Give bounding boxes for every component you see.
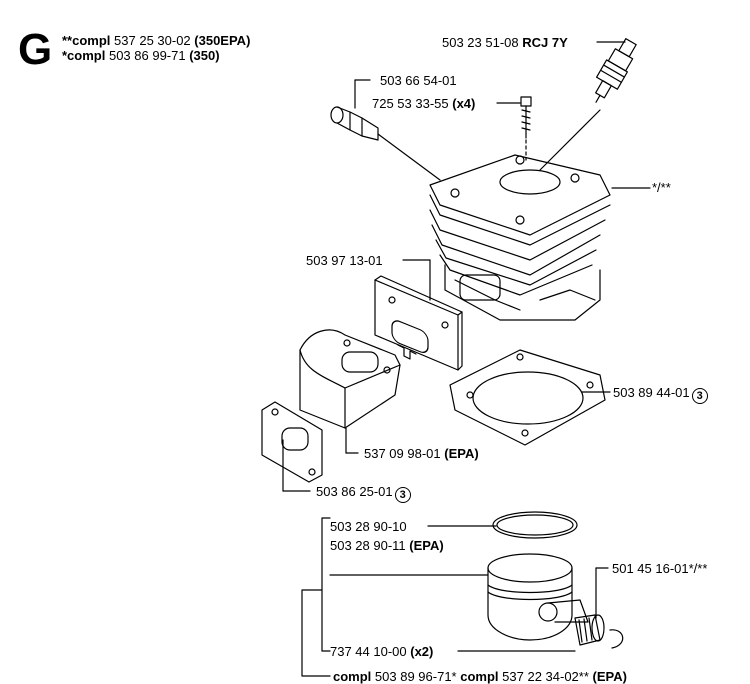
compl-line-1: **compl 537 25 30-02 (350EPA): [62, 33, 250, 48]
part-number: 503 89 44-01: [613, 385, 690, 400]
exhaust-gasket-drawing: [261, 401, 323, 483]
part-number: 725 53 33-55: [372, 96, 449, 111]
section-letter: G: [18, 25, 53, 74]
base-gasket-drawing: [449, 349, 606, 446]
part-qty: (x2): [410, 644, 434, 659]
part-variant: (EPA): [409, 538, 444, 553]
label-insulator: 503 97 13-01: [306, 253, 383, 268]
insulator-gasket-drawing: [374, 275, 463, 371]
part-number: */**: [652, 180, 671, 195]
screw-drawing: [520, 96, 532, 161]
part-number: 537 09 98-01: [364, 446, 441, 461]
label-spark-plug: 503 23 51-08 RCJ 7Y: [442, 35, 568, 50]
part-number: 737 44 10-00: [330, 644, 407, 659]
compl-number: 503 86 99-71: [108, 48, 186, 63]
label-ring-2: 503 28 90-11 (EPA): [330, 538, 444, 553]
piston-ring-drawing: [492, 511, 578, 539]
piston-pin-drawing: [574, 614, 605, 646]
label-circlip: 737 44 10-00 (x2): [330, 644, 433, 659]
spark-plug-drawing: [595, 38, 637, 103]
compl-number: 503 89 96-71*: [374, 669, 457, 684]
part-number: 503 28 90-10: [330, 519, 407, 534]
compl-line-2: *compl 503 86 99-71 (350): [62, 48, 220, 63]
compl-variant: (EPA): [592, 669, 627, 684]
compl-prefix: compl: [333, 669, 372, 684]
label-piston-pin: 501 45 16-01*/**: [612, 561, 707, 576]
label-compl-bottom: compl 503 89 96-71* compl 537 22 34-02**…: [333, 669, 627, 684]
compl-prefix: **compl: [62, 33, 111, 48]
cylinder-drawing: [429, 154, 611, 321]
label-ring-1: 503 28 90-10: [330, 519, 407, 534]
compl-variant: (350): [189, 48, 220, 63]
compl-number: 537 25 30-02: [114, 33, 191, 48]
part-number: 501 45 16-01*/**: [612, 561, 708, 576]
part-variant: (EPA): [444, 446, 479, 461]
part-number: 503 28 90-11: [330, 538, 406, 553]
part-qty: (x4): [452, 96, 476, 111]
quantity-circle: 3: [394, 487, 411, 503]
circlip-drawing: [609, 629, 624, 649]
piston-drawing: [487, 553, 589, 641]
label-heat-shield: 537 09 98-01 (EPA): [364, 446, 479, 461]
compl-number: 537 22 34-02**: [502, 669, 589, 684]
quantity-circle: 3: [691, 388, 708, 404]
part-number: 503 97 13-01: [306, 253, 383, 268]
compl-bracket: [301, 589, 331, 677]
part-number: 503 86 25-01: [316, 484, 393, 499]
decomp-valve-drawing: [330, 106, 441, 181]
compl-variant: (350EPA): [194, 33, 251, 48]
part-number: 503 66 54-01: [380, 73, 457, 88]
label-cylinder: */**: [652, 180, 671, 195]
compl-prefix: compl: [460, 669, 499, 684]
label-screw: 725 53 33-55 (x4): [372, 96, 475, 111]
label-decomp-valve: 503 66 54-01: [380, 73, 457, 88]
compl-prefix: *compl: [62, 48, 106, 63]
part-number: 503 23 51-08: [442, 35, 519, 50]
heat-shield-drawing: [299, 329, 401, 429]
piston-bracket: [321, 517, 331, 652]
part-note: RCJ 7Y: [522, 35, 568, 50]
